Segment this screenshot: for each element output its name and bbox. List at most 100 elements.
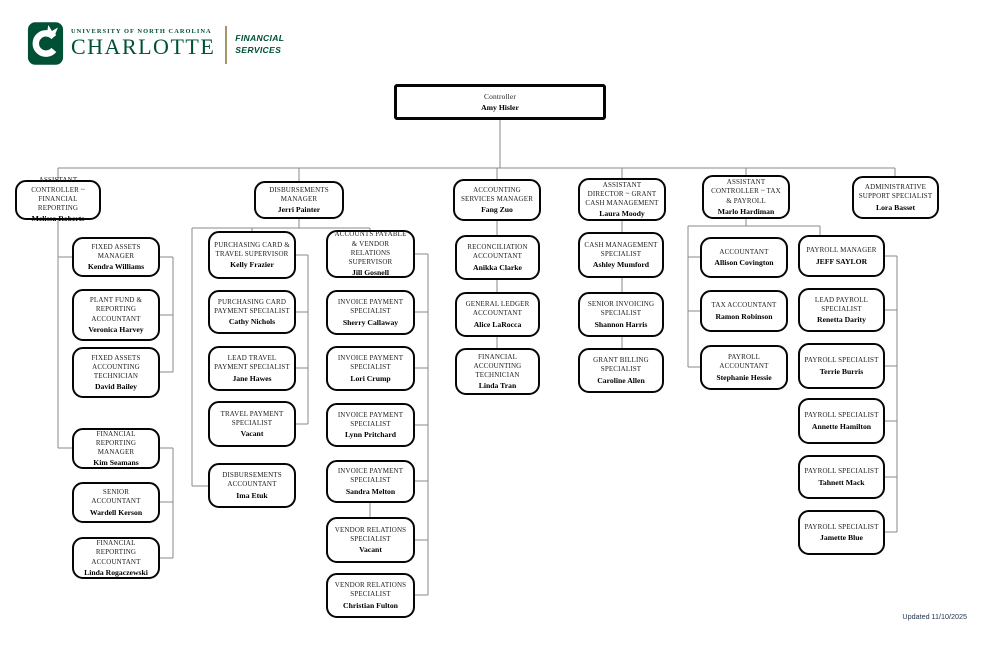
- org-node-melissa-roberts: ASSISTANT CONTROLLER ~ FINANCIAL REPORTI…: [15, 176, 101, 224]
- logo-wordmark: UNIVERSITY OF NORTH CAROLINA CHARLOTTE: [71, 28, 215, 58]
- node-title: LEAD PAYROLL SPECIALIST: [814, 295, 869, 313]
- org-node-jeff-saylor: PAYROLL MANAGER JEFF SAYLOR: [798, 235, 885, 277]
- org-node-ima-etuk: DISBURSEMENTS ACCOUNTANT Ima Etuk: [208, 463, 296, 508]
- org-node-laura-moody: ASSISTANT DIRECTOR ~ GRANT CASH MANAGEME…: [578, 178, 666, 221]
- org-node-kelly-frazier: PURCHASING CARD & TRAVEL SUPERVISOR Kell…: [208, 231, 296, 279]
- node-name: Anikka Clarke: [473, 262, 522, 272]
- node-name: Jane Hawes: [232, 373, 272, 383]
- org-node-marlo-hardiman: ASSISTANT CONTROLLER ~ TAX & PAYROLL Mar…: [702, 175, 790, 219]
- node-name: Lora Basset: [875, 202, 916, 212]
- org-node-tahnett-mack: PAYROLL SPECIALIST Tahnett Mack: [798, 455, 885, 499]
- org-node-annette-hamilton: PAYROLL SPECIALIST Annette Hamilton: [798, 398, 885, 444]
- node-name: Jerri Painter: [277, 205, 321, 215]
- node-name: Ramon Robinson: [715, 311, 773, 321]
- node-name: Kim Seamans: [93, 458, 139, 468]
- node-name: Sandra Melton: [345, 486, 396, 496]
- node-name: Marlo Hardiman: [717, 206, 775, 216]
- org-node-wardell-kerson: SENIOR ACCOUNTANT Wardell Kerson: [72, 482, 160, 523]
- node-name: Linda Rogaczewski: [84, 567, 148, 577]
- node-title: PAYROLL MANAGER: [806, 246, 877, 255]
- node-title: LEAD TRAVEL PAYMENT SPECIALIST: [214, 354, 290, 372]
- node-title: ASSISTANT CONTROLLER ~ FINANCIAL REPORTI…: [31, 176, 85, 213]
- org-node-stephanie-hessie: PAYROLL ACCOUNTANT Stephanie Hessie: [700, 345, 788, 390]
- node-title: CASH MANAGEMENT SPECIALIST: [584, 240, 658, 258]
- node-name: Amy Hisler: [481, 102, 519, 112]
- updated-date-label: Updated 11/10/2025: [902, 612, 967, 621]
- node-name: Allison Covington: [714, 258, 774, 267]
- node-name: Fang Zuo: [481, 205, 513, 215]
- node-name: Caroline Allen: [597, 375, 645, 385]
- node-title: DISBURSEMENTS MANAGER: [269, 185, 329, 203]
- org-node-renetta-darity: LEAD PAYROLL SPECIALIST Renetta Darity: [798, 288, 885, 332]
- node-title: PLANT FUND & REPORTING ACCOUNTANT: [89, 296, 143, 323]
- node-name: Annette Hamilton: [811, 421, 872, 431]
- node-name: JEFF SAYLOR: [815, 256, 868, 266]
- org-node-kim-seamans: FINANCIAL REPORTING MANAGER Kim Seamans: [72, 428, 160, 469]
- node-title: VENDOR RELATIONS SPECIALIST: [334, 581, 407, 599]
- node-name: Vacant: [359, 545, 382, 555]
- node-name: Terrie Burris: [819, 366, 864, 376]
- org-node-jamette-blue: PAYROLL SPECIALIST Jamette Blue: [798, 510, 885, 555]
- org-node-sherry-callaway: INVOICE PAYMENT SPECIALIST Sherry Callaw…: [326, 290, 415, 335]
- node-title: PURCHASING CARD & TRAVEL SUPERVISOR: [214, 240, 290, 258]
- node-title: GRANT BILLING SPECIALIST: [593, 356, 649, 374]
- org-node-ashley-mumford: CASH MANAGEMENT SPECIALIST Ashley Mumfor…: [578, 232, 664, 278]
- department-name: FINANCIAL SERVICES: [235, 32, 285, 55]
- node-title: INVOICE PAYMENT SPECIALIST: [337, 354, 404, 372]
- node-name: Vacant: [240, 429, 264, 439]
- node-name: Linda Tran: [478, 381, 517, 391]
- node-title: Controller: [484, 92, 516, 101]
- org-node-alice-larocca: GENERAL LEDGER ACCOUNTANT Alice LaRocca: [455, 292, 540, 337]
- org-node-fang-zuo: ACCOUNTING SERVICES MANAGER Fang Zuo: [453, 179, 541, 221]
- node-name: Melissa Roberts: [31, 214, 85, 224]
- org-node-vendor-relations-vacant: VENDOR RELATIONS SPECIALIST Vacant: [326, 517, 415, 563]
- org-node-christian-fulton: VENDOR RELATIONS SPECIALIST Christian Fu…: [326, 573, 415, 618]
- node-name: Alice LaRocca: [473, 319, 522, 329]
- node-title: SENIOR ACCOUNTANT: [91, 488, 141, 506]
- node-title: PAYROLL SPECIALIST: [804, 411, 879, 420]
- node-name: Ashley Mumford: [592, 260, 650, 270]
- node-title: VENDOR RELATIONS SPECIALIST: [334, 525, 407, 543]
- org-node-linda-rogaczewski: FINANCIAL REPORTING ACCOUNTANT Linda Rog…: [72, 537, 160, 579]
- node-name: Renetta Darity: [817, 315, 866, 325]
- node-name: Cathy Nichols: [228, 317, 276, 327]
- node-title: RECONCILIATION ACCOUNTANT: [467, 243, 528, 261]
- node-title: PAYROLL SPECIALIST: [804, 522, 879, 531]
- node-name: Sherry Callaway: [342, 317, 399, 327]
- node-name: Christian Fulton: [343, 600, 398, 610]
- node-name: Jill Gosnell: [352, 268, 389, 278]
- org-node-kendra-williams: FIXED ASSETS MANAGER Kendra Williams: [72, 237, 160, 277]
- node-name: Veronica Harvey: [88, 324, 144, 334]
- org-node-linda-tran: FINANCIAL ACCOUNTING TECHNICIAN Linda Tr…: [455, 348, 540, 395]
- org-node-jane-hawes: LEAD TRAVEL PAYMENT SPECIALIST Jane Hawe…: [208, 346, 296, 391]
- org-node-lori-crump: INVOICE PAYMENT SPECIALIST Lori Crump: [326, 346, 415, 391]
- org-node-lynn-pritchard: INVOICE PAYMENT SPECIALIST Lynn Pritchar…: [326, 403, 415, 447]
- org-node-caroline-allen: GRANT BILLING SPECIALIST Caroline Allen: [578, 348, 664, 393]
- org-node-anikka-clarke: RECONCILIATION ACCOUNTANT Anikka Clarke: [455, 235, 540, 280]
- university-name: CHARLOTTE: [71, 34, 216, 60]
- node-name: Ima Etuk: [236, 490, 268, 500]
- node-name: Lynn Pritchard: [344, 430, 397, 440]
- node-title: FIXED ASSETS MANAGER: [91, 242, 141, 260]
- node-title: GENERAL LEDGER ACCOUNTANT: [465, 300, 530, 318]
- node-title: INVOICE PAYMENT SPECIALIST: [337, 467, 404, 485]
- node-title: PAYROLL SPECIALIST: [804, 467, 879, 476]
- node-title: INVOICE PAYMENT SPECIALIST: [337, 298, 404, 316]
- node-title: PAYROLL SPECIALIST: [804, 356, 879, 365]
- node-name: Wardell Kerson: [89, 507, 143, 517]
- node-title: TRAVEL PAYMENT SPECIALIST: [220, 409, 284, 427]
- university-line: UNIVERSITY OF NORTH CAROLINA: [71, 28, 212, 36]
- node-name: David Bailey: [94, 382, 138, 392]
- node-title: ADMINISTRATIVE SUPPORT SPECIALIST: [858, 183, 933, 201]
- org-node-veronica-harvey: PLANT FUND & REPORTING ACCOUNTANT Veroni…: [72, 289, 160, 341]
- logo-divider: [225, 25, 228, 64]
- uncc-crown-icon: [27, 22, 64, 65]
- org-node-sandra-melton: INVOICE PAYMENT SPECIALIST Sandra Melton: [326, 460, 415, 503]
- node-title: SENIOR INVOICING SPECIALIST: [587, 300, 655, 318]
- node-title: DISBURSEMENTS ACCOUNTANT: [222, 471, 282, 489]
- node-title: ACCOUNTING SERVICES MANAGER: [460, 185, 534, 203]
- node-name: Kelly Frazier: [230, 260, 274, 270]
- node-name: Jamette Blue: [820, 533, 863, 542]
